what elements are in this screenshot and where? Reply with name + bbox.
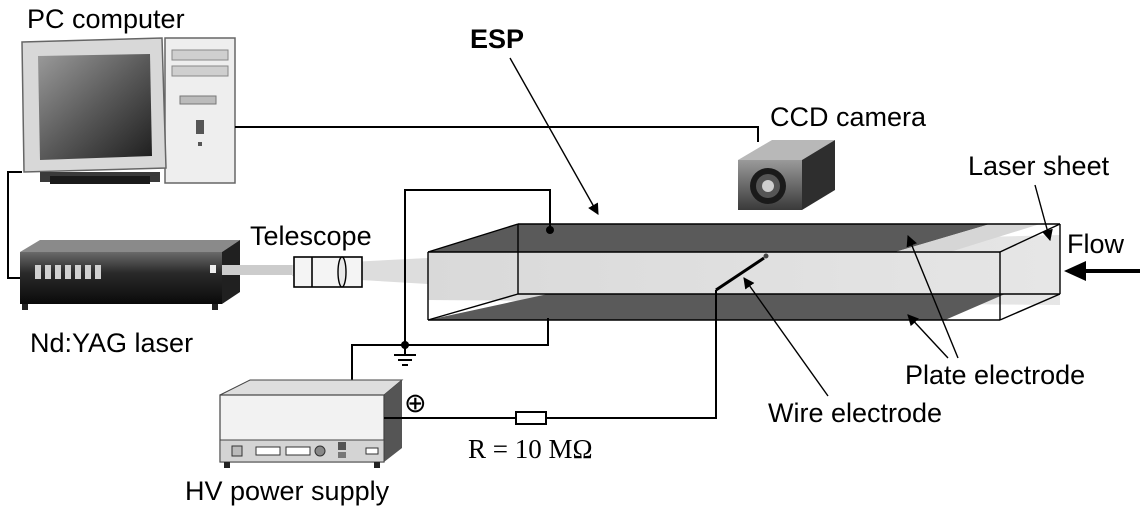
nd-yag-laser-label: Nd:YAG laser — [30, 328, 193, 358]
wire-electrode-tip — [763, 253, 769, 259]
ground-circuit — [351, 189, 554, 392]
esp-pointer — [509, 57, 599, 215]
nd-yag-laser-icon — [20, 240, 240, 310]
pc-camera-cable — [235, 126, 759, 142]
flow-arrow — [1064, 261, 1140, 281]
hv-power-supply-icon — [219, 379, 404, 468]
pc-computer-icon — [21, 37, 236, 184]
plate-electrode-label: Plate electrode — [905, 360, 1085, 390]
esp-channel — [427, 223, 1061, 321]
laser-sheet-label: Laser sheet — [968, 151, 1110, 181]
wire-electrode-cable — [546, 290, 717, 419]
plate-electrode-pointer-top — [906, 234, 959, 359]
plate-electrode-pointer-bottom — [907, 314, 949, 359]
wire-electrode — [715, 256, 765, 292]
wire-electrode-pointer — [743, 277, 829, 397]
telescope-icon — [293, 256, 363, 288]
telescope-label: Telescope — [250, 221, 372, 251]
esp-label: ESP — [470, 24, 524, 54]
pc-laser-cable — [7, 171, 22, 279]
flow-label: Flow — [1067, 229, 1125, 259]
ccd-camera-icon — [738, 140, 835, 210]
wire-electrode-label: Wire electrode — [768, 398, 942, 428]
resistor-icon — [515, 411, 547, 425]
resistor-label: R = 10 MΩ — [468, 434, 593, 464]
plus-terminal-symbol: ⊕ — [404, 388, 427, 418]
laser-sheet-pointer — [1034, 184, 1053, 242]
ccd-camera-label: CCD camera — [770, 102, 927, 132]
pc-computer-label: PC computer — [27, 4, 185, 34]
hv-power-supply-label: HV power supply — [185, 476, 390, 506]
